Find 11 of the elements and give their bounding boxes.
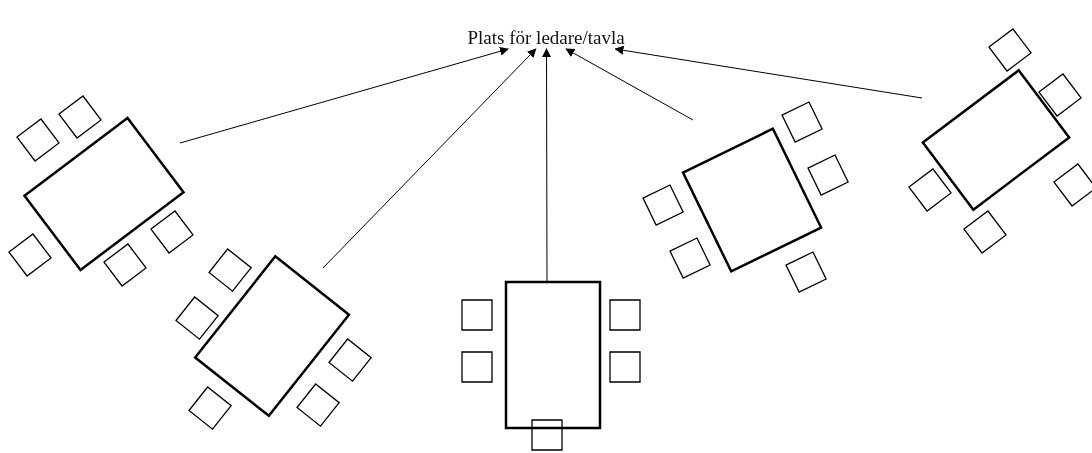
arrow [614,45,923,99]
arrow [565,48,694,121]
table-with-chairs-drawing [460,280,642,452]
table-with-chairs-drawing [907,27,1092,255]
table-with-chairs-drawing [640,99,851,295]
table-with-chairs-drawing [173,246,374,432]
arrow [542,48,552,284]
table-with-chairs-drawing [7,94,195,288]
arrow [322,48,537,269]
arrow [179,46,509,144]
place-label: Plats för ledare/tavla [467,27,625,49]
